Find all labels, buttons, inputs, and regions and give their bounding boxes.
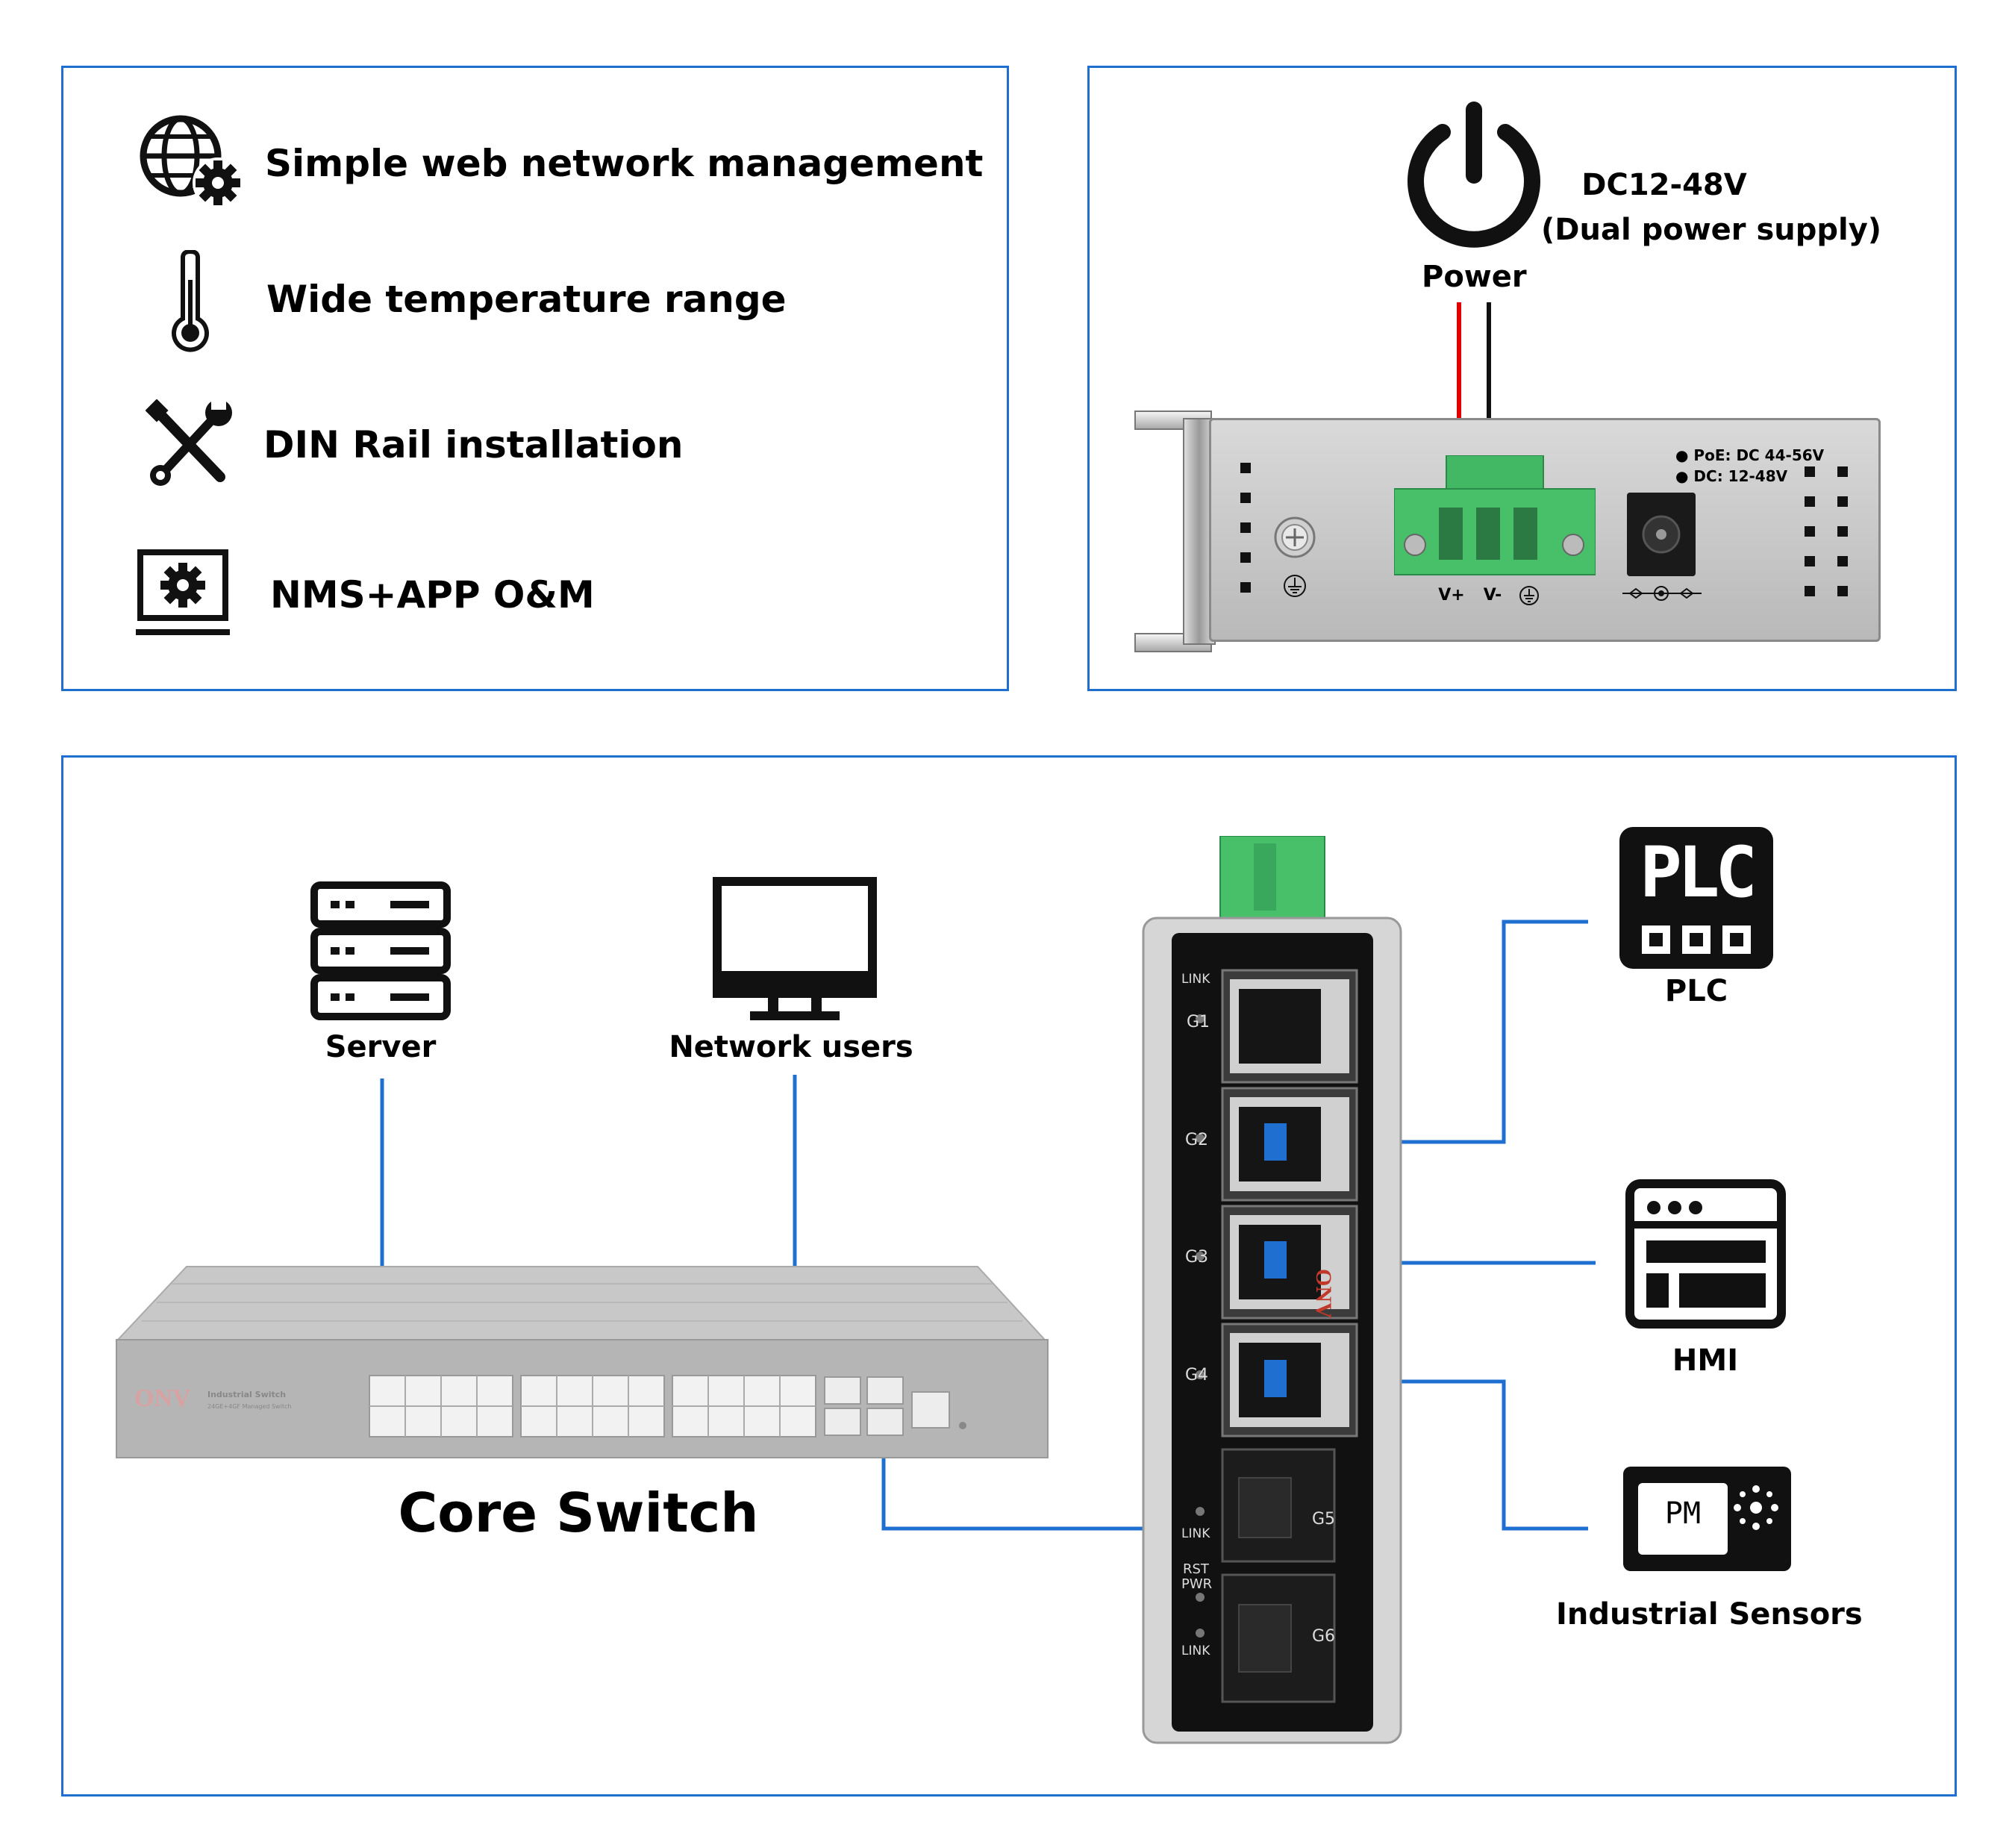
power-spec-voltage: DC12-48V bbox=[1581, 168, 1747, 202]
right-vents-1 bbox=[1805, 466, 1815, 596]
server-icon bbox=[310, 881, 451, 1020]
plc-icon-text: PLC bbox=[1640, 832, 1758, 914]
dc-note: ● DC: 12-48V bbox=[1675, 467, 1788, 485]
terminal-vplus: V+ bbox=[1438, 586, 1465, 605]
power-wire-positive bbox=[1457, 302, 1461, 489]
feature-temperature: Wide temperature range bbox=[266, 278, 787, 321]
thermometer-icon bbox=[172, 250, 209, 352]
core-model-line2: 24GE+4GF Managed Switch bbox=[207, 1403, 292, 1410]
globe-gear-icon bbox=[140, 115, 243, 208]
network-users-label: Network users bbox=[669, 1030, 913, 1064]
ground-screw-icon bbox=[1274, 516, 1316, 597]
sensor-icon bbox=[1623, 1467, 1791, 1571]
core-brand: ONV bbox=[134, 1385, 191, 1412]
pwr-label: PWR bbox=[1181, 1576, 1213, 1592]
tools-icon bbox=[146, 399, 232, 486]
hmi-icon bbox=[1625, 1179, 1786, 1329]
feature-nms-app: NMS+APP O&M bbox=[270, 573, 595, 616]
power-icon bbox=[1408, 102, 1540, 248]
port-link-label-2: LINK bbox=[1181, 1526, 1210, 1541]
left-vents bbox=[1240, 463, 1251, 593]
monitor-gear-icon bbox=[136, 549, 230, 635]
power-wire-negative bbox=[1487, 302, 1491, 496]
port-label-g3: G3 bbox=[1185, 1248, 1209, 1267]
din-switch-device bbox=[1142, 836, 1402, 1744]
core-switch bbox=[116, 1266, 1049, 1458]
device-brand: ONV bbox=[1311, 1269, 1336, 1319]
rst-label: RST bbox=[1183, 1561, 1209, 1577]
port-link-label-3: LINK bbox=[1181, 1643, 1210, 1658]
power-spec-dual: (Dual power supply) bbox=[1541, 213, 1882, 247]
terminal-block bbox=[1394, 455, 1596, 575]
plc-label: PLC bbox=[1664, 974, 1728, 1008]
port-link-label-1: LINK bbox=[1181, 972, 1210, 987]
monitor-icon bbox=[713, 877, 877, 1020]
dc-jack bbox=[1622, 493, 1702, 601]
core-model-line1: Industrial Switch bbox=[207, 1390, 287, 1399]
server-label: Server bbox=[325, 1030, 437, 1064]
right-vents-2 bbox=[1837, 466, 1848, 596]
power-label: Power bbox=[1422, 260, 1527, 294]
sensors-label: Industrial Sensors bbox=[1556, 1597, 1863, 1632]
feature-web-management: Simple web network management bbox=[265, 142, 984, 185]
poe-note: ● PoE: DC 44-56V bbox=[1675, 446, 1825, 464]
poe-note-text: PoE: DC 44-56V bbox=[1693, 446, 1825, 464]
port-label-g5: G5 bbox=[1312, 1510, 1336, 1529]
core-switch-label: Core Switch bbox=[398, 1482, 759, 1544]
feature-din-rail: DIN Rail installation bbox=[263, 423, 684, 466]
port-label-g6: G6 bbox=[1312, 1627, 1336, 1646]
port-label-g4: G4 bbox=[1185, 1366, 1209, 1385]
sensor-icon-text: PM bbox=[1664, 1496, 1702, 1531]
plc-icon bbox=[1619, 827, 1773, 969]
port-label-g2: G2 bbox=[1185, 1131, 1209, 1149]
terminal-vminus: V- bbox=[1483, 586, 1502, 605]
terminal-ground-icon bbox=[1519, 586, 1539, 605]
hmi-label: HMI bbox=[1672, 1343, 1739, 1378]
port-label-g1: G1 bbox=[1187, 1013, 1210, 1031]
dc-note-text: DC: 12-48V bbox=[1693, 467, 1788, 485]
